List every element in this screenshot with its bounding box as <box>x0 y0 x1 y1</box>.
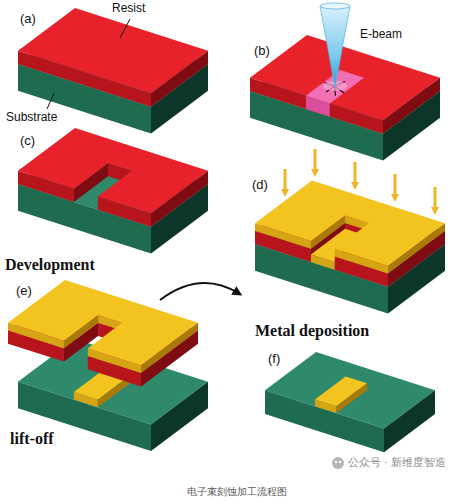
panel-letter: (f) <box>268 352 280 367</box>
step-title: Development <box>5 256 95 274</box>
leader-line <box>47 93 54 109</box>
panel-d <box>255 180 445 273</box>
part-label: Substrate <box>6 111 57 125</box>
step-title: lift-off <box>10 430 54 448</box>
panel-c <box>18 128 208 253</box>
leader-line <box>120 19 130 38</box>
panel-b <box>250 35 440 134</box>
part-label: E-beam <box>360 28 402 42</box>
panel-b <box>250 35 440 160</box>
deposition-arrows <box>394 174 397 198</box>
deposition-arrows <box>434 187 437 211</box>
panel-letter: (d) <box>252 178 268 193</box>
watermark-icon <box>339 461 341 463</box>
panel-letter: (e) <box>16 284 32 299</box>
panel-letter: (a) <box>20 12 36 27</box>
electron-beam <box>320 3 350 91</box>
step-title: Metal deposition <box>255 322 369 340</box>
lift-arrow <box>160 283 238 300</box>
panel-f <box>265 352 435 452</box>
watermark-icon <box>332 457 344 469</box>
watermark-icon <box>332 457 344 469</box>
panel-d <box>255 180 445 313</box>
panel-e-lifted-film <box>8 280 198 386</box>
electron-beam <box>320 6 350 87</box>
watermark: 公众号 · 新维度智造 <box>348 456 446 469</box>
panel-c <box>18 128 208 227</box>
panel-f <box>315 376 367 413</box>
panel-letter: (c) <box>20 134 35 149</box>
watermark-icon <box>335 461 337 463</box>
deposition-arrows <box>284 169 287 193</box>
electron-beam <box>320 3 350 9</box>
panel-f <box>265 352 435 452</box>
part-label: Resist <box>112 2 145 16</box>
deposition-arrows <box>354 162 357 186</box>
figure-caption: 电子束刻蚀加工流程图 <box>187 486 287 498</box>
panel-b <box>306 96 330 117</box>
deposition-arrows <box>314 149 317 173</box>
panel-a <box>18 8 208 107</box>
panel-letter: (b) <box>254 44 270 59</box>
